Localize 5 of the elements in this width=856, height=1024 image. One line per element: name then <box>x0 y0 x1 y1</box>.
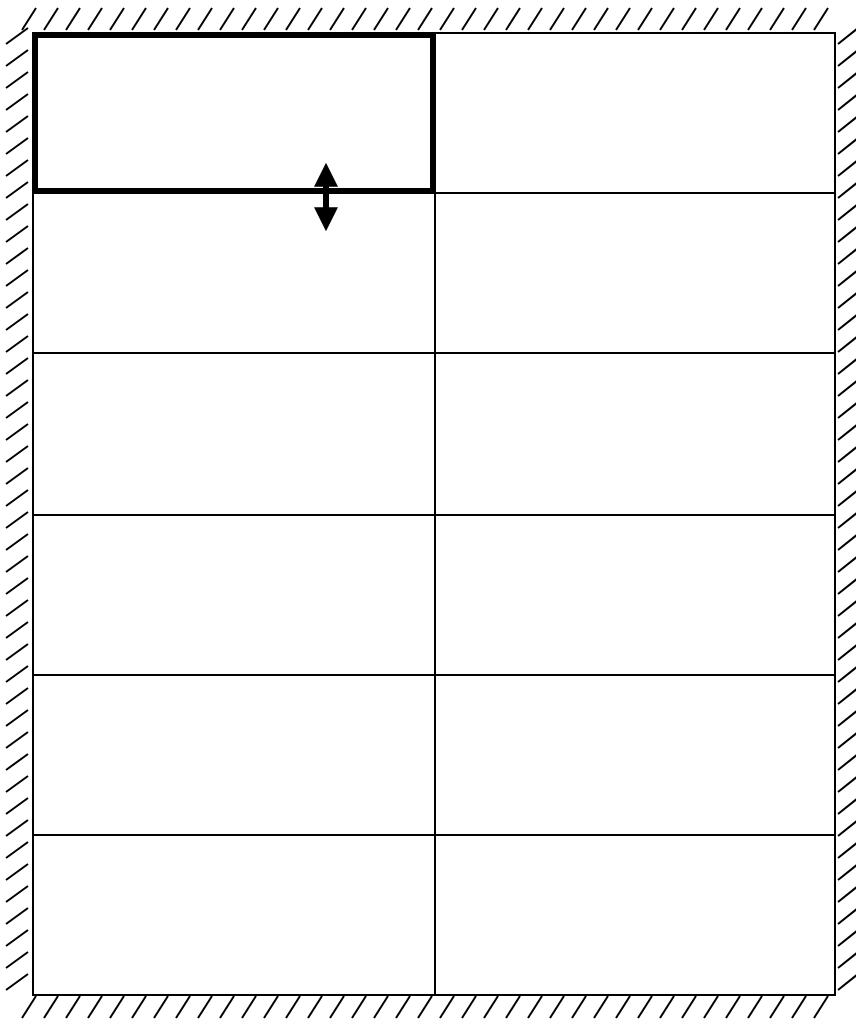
grid-cell <box>434 834 836 996</box>
grid-cell <box>32 834 436 996</box>
grid-cell <box>434 32 836 194</box>
double-arrow <box>314 162 338 232</box>
grid-cell <box>32 32 436 194</box>
